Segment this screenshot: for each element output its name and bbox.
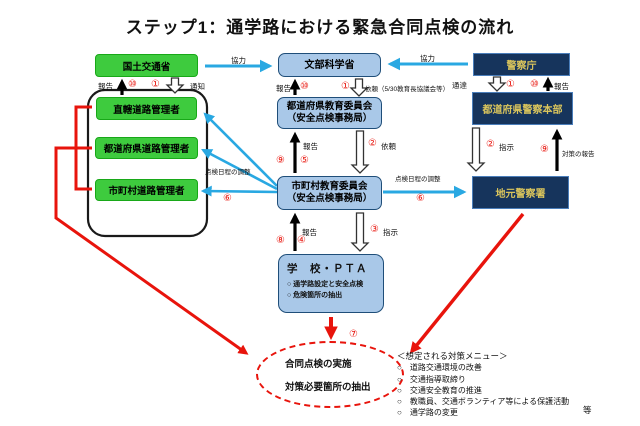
arrow-request-prefedu-to-cityedu (350, 130, 370, 174)
label-request-cityedu: 依頼 (381, 142, 396, 151)
box-npa: 警察庁 (473, 53, 570, 76)
measures-menu-item: ○ 道路交通環境の改善 (397, 363, 482, 373)
step-number-5-prefedu: ⑤ (300, 155, 309, 166)
box-direct-road-manager: 直轄道路管理者 (96, 97, 197, 120)
joint-inspection-ellipse: 合同点検の実施 対策必要箇所の抽出 (256, 341, 404, 408)
school-pta-bullet-2: ○ 危険箇所の抽出 (287, 291, 343, 299)
label-request-mext: 依頼（5/30教育長協議会等） (365, 86, 450, 93)
step-number-8-school: ⑧ (276, 235, 285, 246)
school-pta-bullet-1: ○ 通学路設定と安全点検 (287, 281, 364, 288)
label-report-mext: 報告 (276, 84, 291, 93)
label-report-mlit: 報告 (98, 82, 113, 91)
arrow-request-mext-to-prefedu (349, 78, 369, 97)
step-number-1-npa: ① (506, 79, 515, 90)
city-education-board-line2: （安全点検事務局） (286, 193, 373, 204)
step-number-9-prefedu: ⑨ (276, 155, 285, 166)
city-education-board-line1: 市町村教育委員会 (291, 180, 368, 192)
arrow-order-prefpolice-to-localpolice (466, 127, 486, 172)
label-schedule-left: 点検日程の調整 (205, 169, 251, 176)
joint-inspection-line1: 合同点検の実施 (285, 359, 352, 370)
page-title: ステップ1：通学路における緊急合同点検の流れ (125, 18, 515, 37)
step-number-1-mext: ① (341, 81, 350, 92)
arrow-schedule-to-direct-road (203, 112, 278, 187)
box-local-police-station: 地元警察署 (472, 176, 569, 209)
pref-education-board-line1: 都道府県教育委員会 (286, 100, 373, 112)
arrow-order-cityedu-to-school (350, 212, 370, 252)
label-order-police: 指示 (499, 143, 514, 152)
box-city-road-manager: 市町村道路管理者 (95, 179, 198, 201)
arrow-schedule-to-pref-road (201, 148, 278, 191)
label-notify: 通知 (190, 82, 205, 91)
step-number-6-left: ⑥ (223, 193, 232, 204)
step-number-3-school: ③ (370, 224, 379, 235)
arrow-directive-npa-to-prefpolice (487, 76, 507, 92)
box-school-pta: 学 校・ＰＴＡ ○ 通学路設定と安全点検 ○ 危険箇所の抽出 (278, 254, 384, 313)
red-arrow-roads-to-inspection (54, 146, 249, 355)
measures-menu-etc: 等 (583, 405, 592, 415)
pref-education-board-line2: （安全点検事務局） (286, 113, 373, 124)
box-mext: 文部科学省 (278, 53, 381, 77)
road-managers-group-border (86, 88, 209, 238)
step-number-2-request: ② (368, 138, 377, 149)
measures-menu: ＜想定される対策メニュー＞ ○ 道路交通環境の改善 ○ 交通指導取締り ○ 交通… (397, 351, 569, 419)
measures-menu-header: ＜想定される対策メニュー＞ (397, 351, 508, 361)
box-pref-education-board: 都道府県教育委員会 （安全点検事務局） (277, 97, 382, 129)
measures-menu-item: ○ 教職員、交通ボランティア等による保護活動 (397, 397, 570, 407)
arrow-schedule-to-city-road (200, 185, 278, 197)
label-report-measures: 対策の報告 (562, 151, 595, 158)
label-report-prefedu: 報告 (303, 142, 318, 151)
label-cooperation-right: 協力 (420, 54, 435, 63)
box-mlit: 国土交通省 (95, 54, 198, 77)
box-pref-police-hq: 都道府県警察本部 (472, 92, 573, 125)
step-number-1-mlit: ① (151, 79, 160, 90)
school-pta-title: 学 校・ＰＴＡ (287, 263, 368, 275)
measures-menu-item: ○ 交通安全教育の推進 (397, 385, 482, 395)
step-number-9-police: ⑨ (540, 144, 549, 155)
step-number-10-mext: ⑩ (300, 81, 309, 92)
arrow-notify-mlit-to-roads (165, 77, 185, 94)
step-number-7-inspection: ⑦ (349, 329, 358, 340)
measures-menu-item: ○ 交通指導取締り (397, 374, 466, 384)
box-pref-road-manager: 都道府県道路管理者 (95, 137, 198, 159)
measures-menu-item: ○ 通学路の変更 (397, 408, 458, 418)
label-schedule-right: 点検日程の調整 (395, 176, 441, 183)
step-number-4-school: ④ (297, 235, 306, 246)
red-arrow-police-to-inspection (409, 212, 525, 354)
label-report-school: 報告 (302, 228, 317, 237)
label-directive-npa: 通達 (452, 81, 467, 90)
joint-inspection-line2: 対策必要箇所の抽出 (285, 382, 371, 393)
box-city-education-board: 市町村教育委員会 （安全点検事務局） (277, 176, 382, 210)
step-number-2-police: ② (486, 139, 495, 150)
label-order-school: 指示 (383, 228, 398, 237)
step-number-6-right: ⑥ (416, 193, 425, 204)
label-cooperation-left: 協力 (231, 56, 246, 65)
step-number-10-npa: ⑩ (530, 79, 539, 90)
step-number-10-mlit: ⑩ (128, 79, 137, 90)
label-report-npa: 報告 (554, 82, 569, 91)
